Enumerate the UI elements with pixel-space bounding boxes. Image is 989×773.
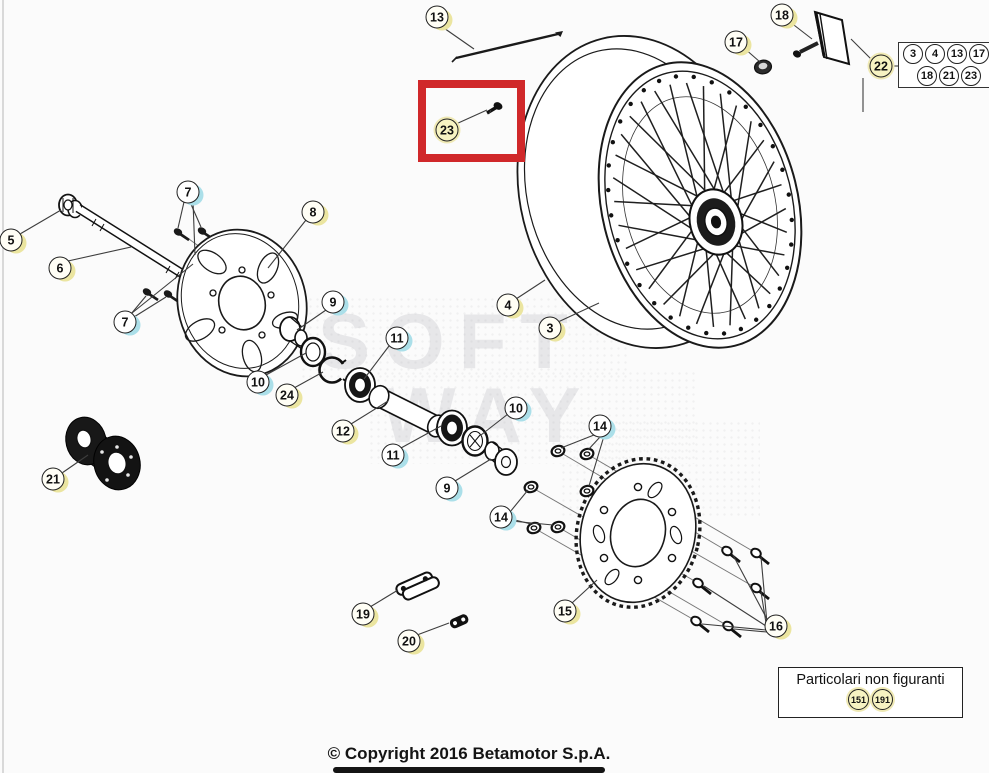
callout-12[interactable]: 12 (331, 419, 355, 443)
kit-part-23[interactable]: 23 (961, 66, 981, 86)
callout-5[interactable]: 5 (0, 228, 23, 252)
callout-7[interactable]: 7 (176, 180, 200, 204)
callout-11[interactable]: 11 (381, 443, 405, 467)
kit-part-13[interactable]: 13 (947, 44, 967, 64)
callout-8[interactable]: 8 (301, 200, 325, 224)
leader-lines (19, 21, 899, 636)
watermark-text: SOFT (318, 297, 582, 385)
screw-23 (486, 102, 503, 115)
wheel-drawing (516, 35, 803, 349)
callout-24[interactable]: 24 (275, 383, 299, 407)
callout-20[interactable]: 20 (397, 629, 421, 653)
callout-10[interactable]: 10 (504, 396, 528, 420)
callout-6[interactable]: 6 (48, 256, 72, 280)
nut-17 (753, 59, 773, 75)
kit-part-18[interactable]: 18 (917, 66, 937, 86)
chain-clip-20 (449, 614, 469, 629)
kit-part-4[interactable]: 4 (925, 44, 945, 64)
callout-4[interactable]: 4 (496, 293, 520, 317)
not-shown-part-151[interactable]: 151 (848, 689, 869, 710)
callout-17[interactable]: 17 (724, 30, 748, 54)
plate-18 (813, 10, 851, 66)
callout-14[interactable]: 14 (489, 505, 513, 529)
callout-7[interactable]: 7 (113, 310, 137, 334)
hub-21 (65, 416, 141, 491)
callout-15[interactable]: 15 (553, 599, 577, 623)
circlip-24 (318, 356, 348, 384)
callout-23[interactable]: 23 (435, 118, 459, 142)
callout-13[interactable]: 13 (425, 5, 449, 29)
scrollbar-thumb[interactable] (333, 767, 605, 773)
brake-disc-8 (176, 228, 308, 378)
kit-part-21[interactable]: 21 (939, 66, 959, 86)
callout-22[interactable]: 22 (869, 54, 893, 78)
callout-19[interactable]: 19 (351, 602, 375, 626)
spacer-9a (279, 316, 308, 350)
callout-11[interactable]: 11 (385, 326, 409, 350)
callout-10[interactable]: 10 (246, 370, 270, 394)
kit-part-3[interactable]: 3 (903, 44, 923, 64)
copyright-text: © Copyright 2016 Betamotor S.p.A. (327, 744, 611, 763)
page-edge-line (2, 0, 4, 773)
bearing-11b (436, 409, 468, 447)
callout-3[interactable]: 3 (538, 316, 562, 340)
not-shown-part-191[interactable]: 191 (872, 689, 893, 710)
spoke-rod-13 (451, 31, 563, 63)
chain-link-19 (395, 571, 440, 601)
highlighted-part-box (418, 80, 525, 162)
callout-18[interactable]: 18 (770, 3, 794, 27)
sprocket-15 (574, 457, 702, 609)
bolt-18 (792, 41, 819, 58)
callout-21[interactable]: 21 (41, 467, 65, 491)
kit-part-17[interactable]: 17 (969, 44, 989, 64)
spacer-9b (484, 441, 518, 476)
callout-9[interactable]: 9 (321, 290, 345, 314)
callout-9[interactable]: 9 (435, 476, 459, 500)
seal-10b (461, 425, 489, 457)
callout-14[interactable]: 14 (588, 414, 612, 438)
seal-10a (299, 336, 327, 368)
bolts-16 (690, 545, 770, 639)
bearing-11a (344, 367, 376, 403)
not-shown-title: Particolari non figuranti (796, 672, 945, 688)
callout-16[interactable]: 16 (764, 614, 788, 638)
